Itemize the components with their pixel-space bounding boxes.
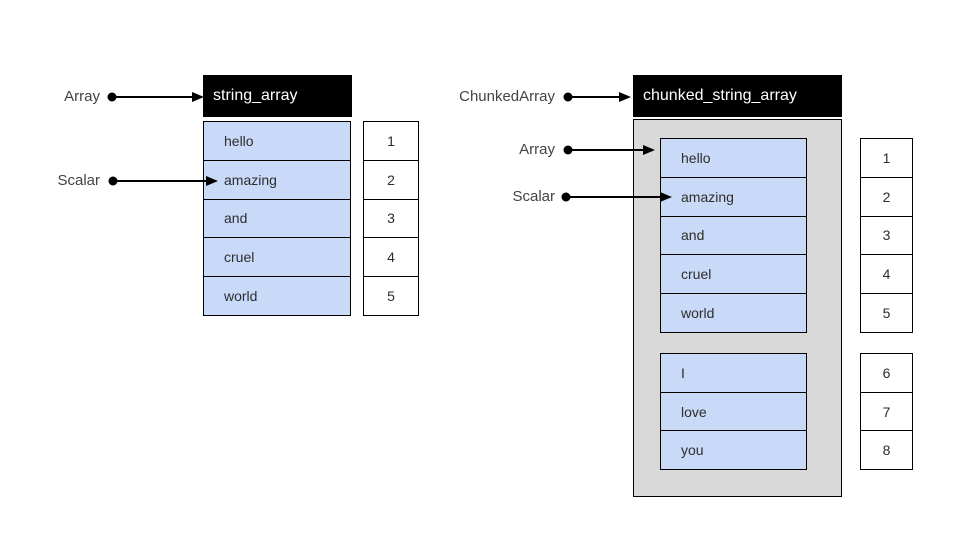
chunked-array-arrow bbox=[563, 92, 631, 102]
index-cell: 5 bbox=[861, 294, 912, 332]
chunked-array-container: hello amazing and cruel world I love you bbox=[633, 119, 842, 497]
array-cell: you bbox=[661, 431, 806, 470]
index-cell: 1 bbox=[364, 122, 418, 161]
chunk-2-index-column: 6 7 8 bbox=[860, 353, 913, 470]
string-array-table: hello amazing and cruel world bbox=[203, 121, 351, 316]
array-cell: and bbox=[204, 199, 350, 239]
left-array-pointer-label: Array bbox=[64, 88, 100, 105]
index-cell: 2 bbox=[861, 177, 912, 217]
left-scalar-pointer-label: Scalar bbox=[57, 172, 100, 189]
index-cell: 4 bbox=[364, 238, 418, 278]
chunk-1-table: hello amazing and cruel world bbox=[660, 138, 807, 333]
right-scalar-pointer-label: Scalar bbox=[512, 188, 555, 205]
string-array-header: string_array bbox=[203, 75, 352, 117]
array-cell: world bbox=[204, 277, 350, 315]
array-cell: cruel bbox=[204, 238, 350, 278]
chunked-array-pointer-label: ChunkedArray bbox=[459, 88, 555, 105]
index-cell: 8 bbox=[861, 431, 912, 470]
array-cell: cruel bbox=[661, 255, 806, 295]
array-cell: hello bbox=[204, 122, 350, 161]
left-scalar-arrow bbox=[108, 176, 218, 186]
right-array-pointer-label: Array bbox=[519, 141, 555, 158]
index-cell: 7 bbox=[861, 392, 912, 432]
chunk-1-index-column: 1 2 3 4 5 bbox=[860, 138, 913, 333]
array-cell: and bbox=[661, 216, 806, 256]
chunked-string-array-header: chunked_string_array bbox=[633, 75, 842, 117]
array-cell: amazing bbox=[661, 177, 806, 217]
index-cell: 1 bbox=[861, 139, 912, 178]
index-cell: 4 bbox=[861, 255, 912, 295]
array-cell: love bbox=[661, 392, 806, 432]
index-cell: 3 bbox=[861, 216, 912, 256]
array-cell: I bbox=[661, 354, 806, 393]
index-cell: 3 bbox=[364, 199, 418, 239]
array-cell: hello bbox=[661, 139, 806, 178]
array-cell: world bbox=[661, 294, 806, 332]
chunk-2-table: I love you bbox=[660, 353, 807, 470]
string-array-index-column: 1 2 3 4 5 bbox=[363, 121, 419, 316]
index-cell: 2 bbox=[364, 160, 418, 200]
index-cell: 5 bbox=[364, 277, 418, 315]
array-cell: amazing bbox=[204, 160, 350, 200]
index-cell: 6 bbox=[861, 354, 912, 393]
left-array-arrow bbox=[107, 92, 204, 102]
